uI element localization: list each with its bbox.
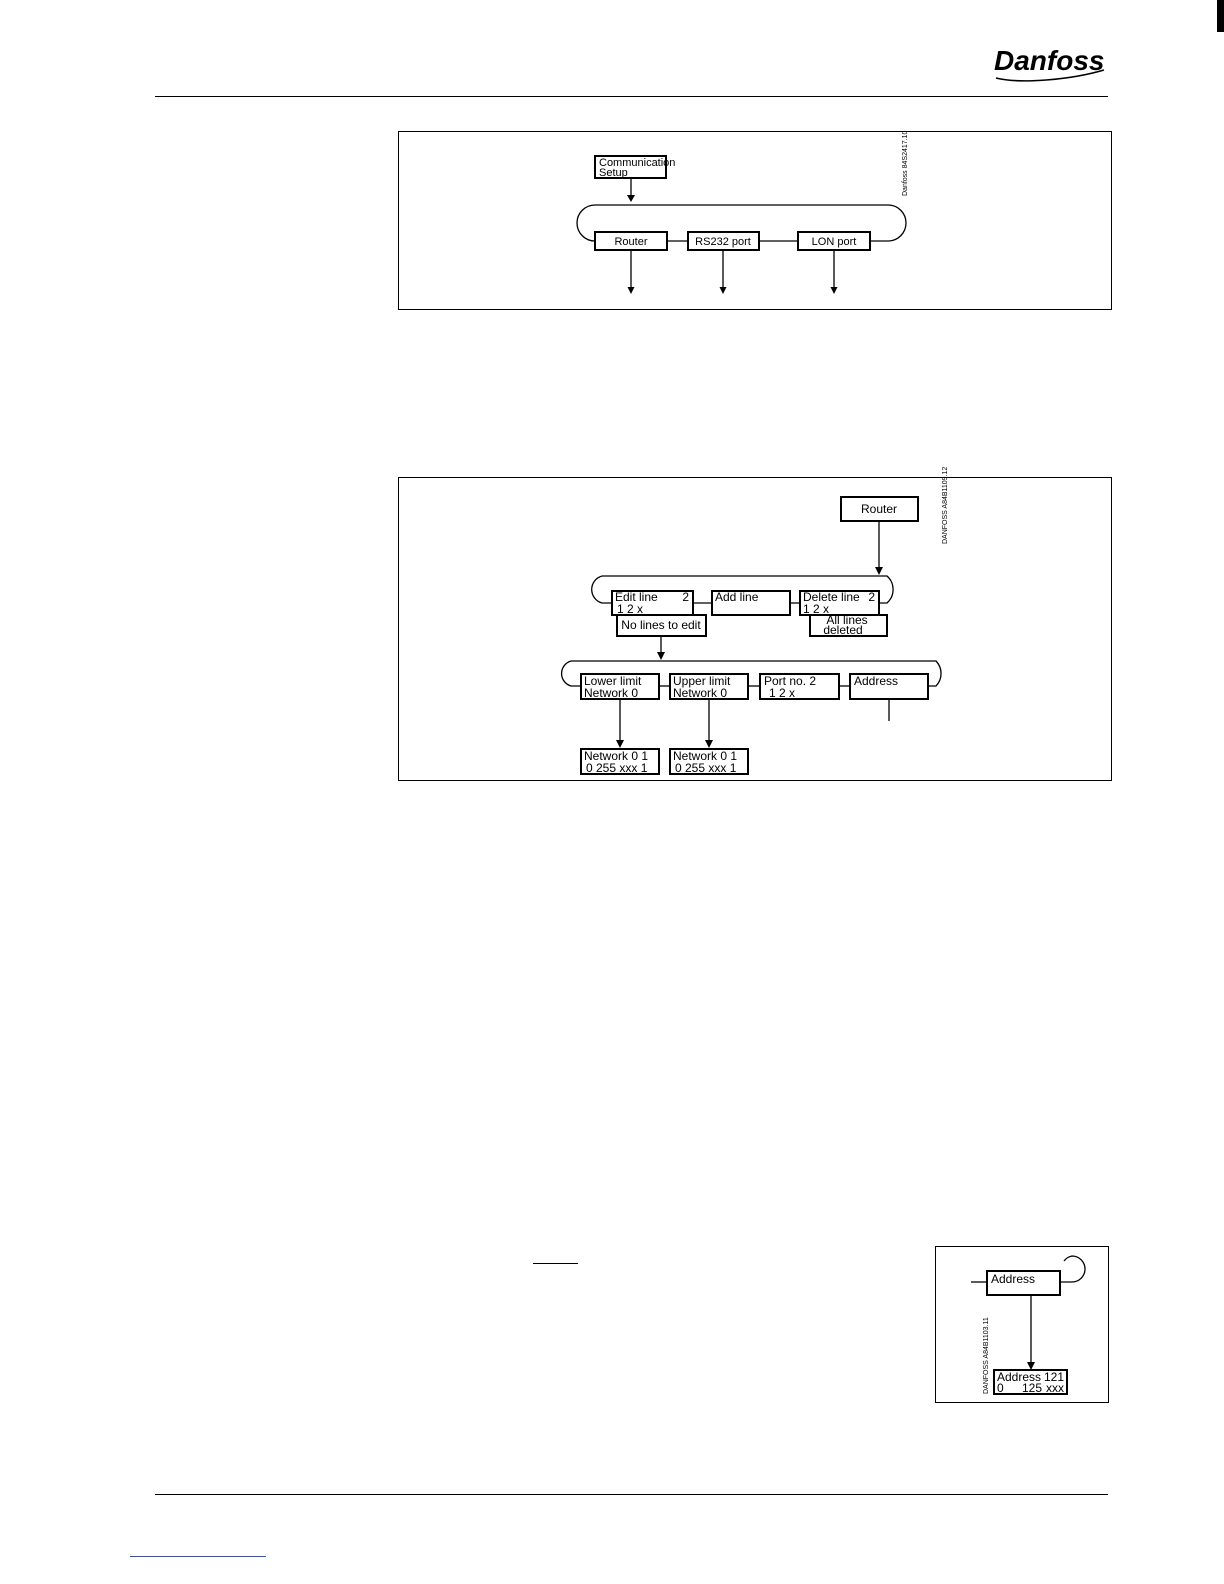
svg-text:2: 2 <box>868 590 875 604</box>
svg-text:0: 0 <box>997 1381 1004 1395</box>
svg-text:Setup: Setup <box>599 167 628 179</box>
loop-bracket-lower <box>560 660 942 687</box>
lower-limit-node[interactable]: Lower limit Network 0 <box>580 673 660 700</box>
router-node[interactable]: Router <box>594 231 668 251</box>
svg-text:RS232 port: RS232 port <box>695 236 751 248</box>
lower-limit-arrow <box>616 699 624 748</box>
svg-text:Edit line: Edit line <box>615 590 658 604</box>
router-node[interactable]: Router <box>840 496 919 522</box>
upper-limit-arrow <box>705 699 713 748</box>
svg-text:125: 125 <box>1022 1381 1042 1395</box>
rs232-port-node[interactable]: RS232 port <box>687 231 760 251</box>
arrowhead <box>627 195 635 202</box>
address-diagram: Address Address 121 0 125 xxx DANFOSS A8… <box>935 1246 1109 1403</box>
rs232-down-arrow <box>719 250 727 294</box>
svg-text:Network 0 1: Network 0 1 <box>673 749 737 763</box>
danfoss-logo: Danfoss <box>994 45 1104 82</box>
svg-text:Router: Router <box>614 236 647 248</box>
svg-text:Address: Address <box>991 1272 1035 1286</box>
network-lower-value-node[interactable]: Network 0 1 0 255 xxx 1 <box>580 748 660 775</box>
router-menu-diagram: Router Edit line 2 1 2 x Add line Delete… <box>398 467 1112 781</box>
loop-bracket <box>576 204 907 242</box>
page-edge-mark <box>1217 0 1224 32</box>
svg-text:xxx: xxx <box>1046 1381 1064 1395</box>
footer-rule <box>155 1494 1108 1495</box>
svg-text:Lower limit: Lower limit <box>584 674 642 688</box>
svg-text:All lines: All lines <box>826 613 867 627</box>
svg-text:Communication: Communication <box>599 157 675 169</box>
header-rule <box>155 96 1108 97</box>
svg-text:1 2 x: 1 2 x <box>769 686 795 700</box>
loop-connector <box>1060 1255 1086 1283</box>
figure-code: DANFOSS A84B1103.11 <box>983 1317 990 1394</box>
upper-limit-node[interactable]: Upper limit Network 0 <box>669 673 749 700</box>
svg-text:Network 0: Network 0 <box>673 686 727 700</box>
underline-mark <box>533 1263 578 1264</box>
svg-text:2: 2 <box>682 590 689 604</box>
lon-down-arrow <box>830 250 838 294</box>
svg-text:1 2 x: 1 2 x <box>803 602 829 616</box>
lon-port-node[interactable]: LON port <box>797 231 871 251</box>
svg-text:Router: Router <box>861 502 897 516</box>
svg-text:deleted: deleted <box>823 623 862 637</box>
svg-text:Address: Address <box>997 1370 1041 1384</box>
communication-setup-diagram: Communication Setup Router RS232 port LO… <box>398 131 1112 310</box>
svg-text:Upper limit: Upper limit <box>673 674 731 688</box>
loop-bracket-upper <box>591 575 894 604</box>
svg-text:121: 121 <box>1044 1370 1064 1384</box>
address-value-node[interactable]: Address 121 0 125 xxx <box>993 1369 1068 1395</box>
all-lines-deleted-node: All lines deleted <box>809 613 888 637</box>
footer-link-underline[interactable] <box>130 1556 266 1557</box>
add-line-node[interactable]: Add line <box>711 590 791 616</box>
router-down-arrow <box>627 250 635 294</box>
port-no-node[interactable]: Port no. 2 1 2 x <box>759 673 840 700</box>
address-down-arrow <box>1027 1295 1035 1370</box>
svg-text:Address: Address <box>854 674 898 688</box>
svg-text:Delete line: Delete line <box>803 590 860 604</box>
network-upper-value-node[interactable]: Network 0 1 0 255 xxx 1 <box>669 748 749 775</box>
address-node[interactable]: Address <box>986 1270 1061 1296</box>
communication-setup-node[interactable]: Communication Setup <box>594 155 675 179</box>
svg-text:1 2 x: 1 2 x <box>617 602 643 616</box>
svg-text:Network 0: Network 0 <box>584 686 638 700</box>
edit-line-node[interactable]: Edit line 2 1 2 x <box>611 590 694 616</box>
svg-text:LON port: LON port <box>812 236 857 248</box>
router-to-menu-arrow <box>875 521 883 575</box>
edit-to-submenu-arrow <box>657 636 665 660</box>
figure-code: Danfoss 84S2417.10 <box>902 131 909 196</box>
svg-text:No lines to edit: No lines to edit <box>621 618 701 632</box>
svg-text:0 255 xxx 1: 0 255 xxx 1 <box>586 761 648 775</box>
address-node[interactable]: Address <box>849 673 929 700</box>
no-lines-to-edit-node: No lines to edit <box>616 614 707 637</box>
svg-text:Network 0 1: Network 0 1 <box>584 749 648 763</box>
svg-text:0 255 xxx 1: 0 255 xxx 1 <box>675 761 737 775</box>
svg-text:Add line: Add line <box>715 590 759 604</box>
logo-text: Danfoss <box>994 45 1104 76</box>
svg-text:Port no. 2: Port no. 2 <box>764 674 816 688</box>
figure-code: DANFOSS A84B1109.12 <box>942 467 949 544</box>
